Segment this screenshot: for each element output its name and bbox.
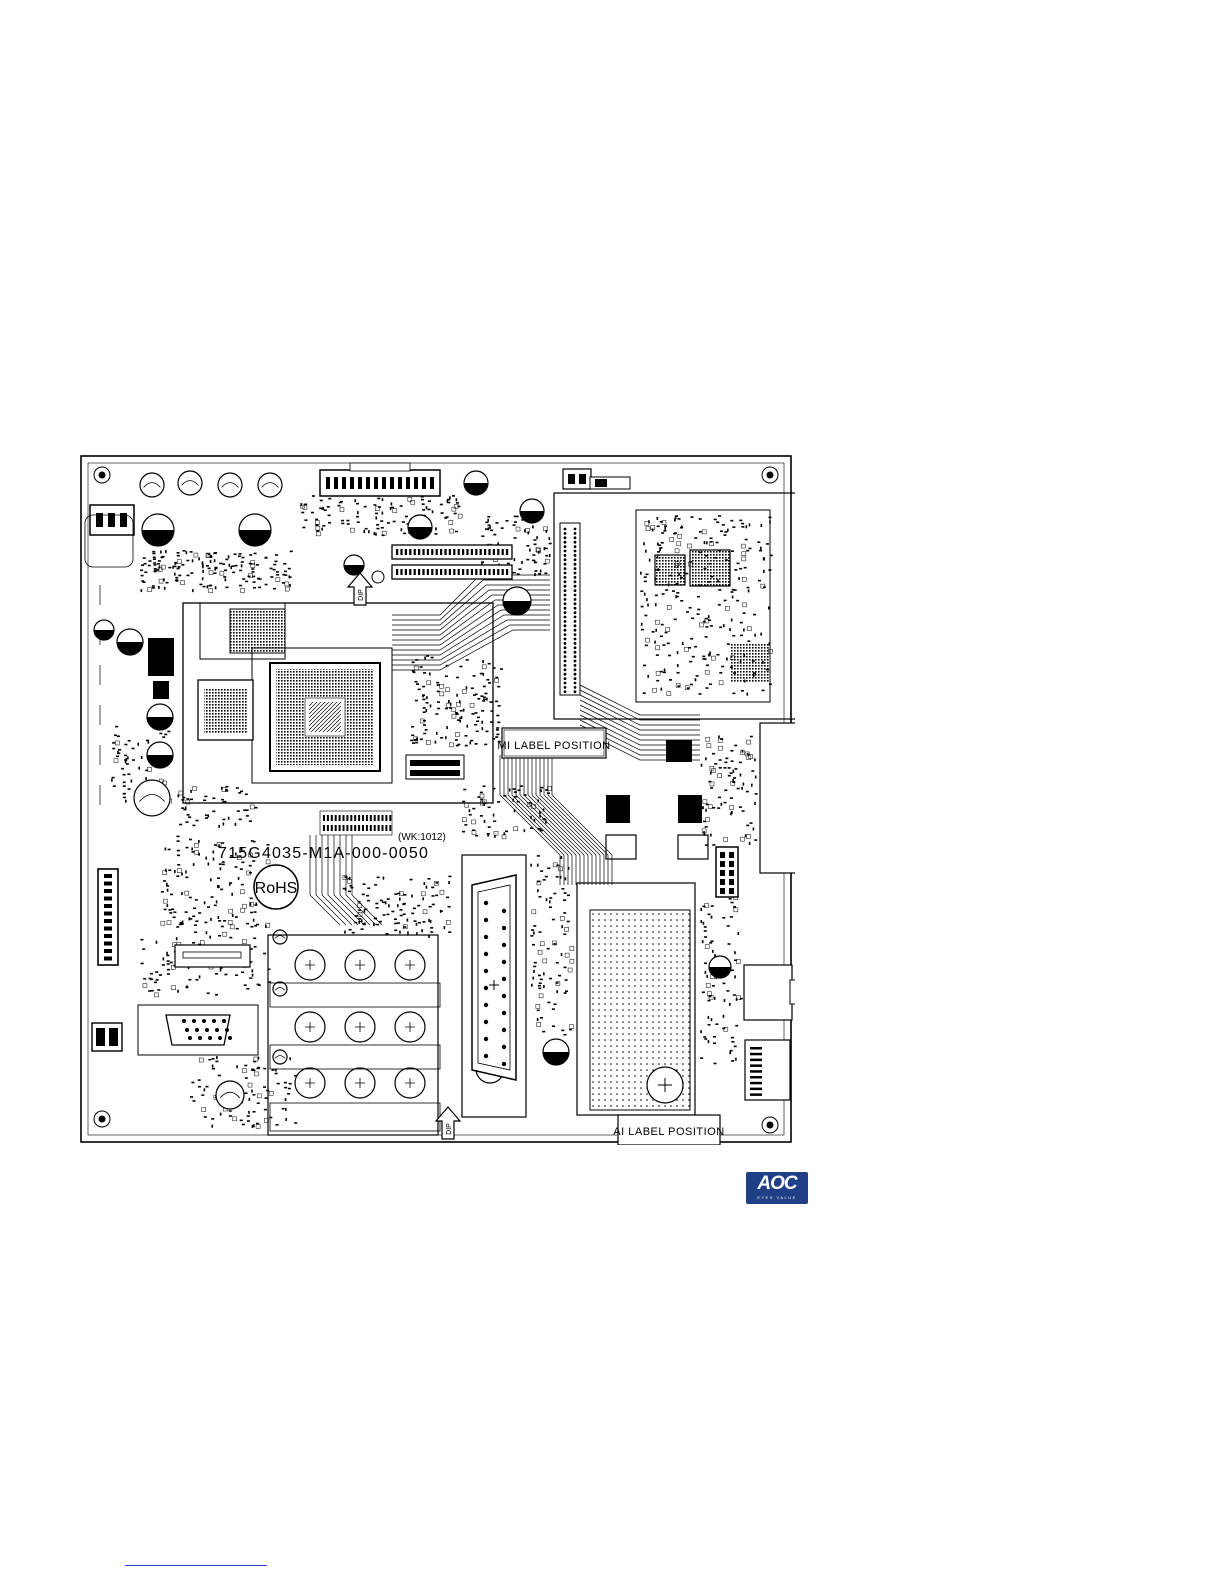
audio-chip-3 bbox=[730, 643, 770, 683]
usb-connector bbox=[744, 965, 792, 1020]
board-part-number: 715G4035-M1A-000-0050 bbox=[218, 845, 429, 862]
pin-header-row bbox=[320, 811, 392, 835]
pcb-svg: MI LABEL POSITION AI LABEL POSITION bbox=[80, 455, 795, 1145]
audio-chip bbox=[655, 555, 685, 585]
svg-text:DIP: DIP bbox=[358, 589, 365, 601]
audio-chip-2 bbox=[690, 550, 730, 586]
small-header-top bbox=[563, 469, 591, 489]
power-ic-3 bbox=[678, 795, 702, 823]
regulator-block-2 bbox=[153, 681, 169, 699]
pcb-layout-drawing: MI LABEL POSITION AI LABEL POSITION bbox=[80, 455, 795, 1145]
aoc-logo: AOC EYES VALUE bbox=[746, 1172, 808, 1204]
soc-subregion-fill bbox=[230, 609, 285, 653]
footer-link-underline bbox=[125, 1565, 267, 1566]
rca-jacks bbox=[760, 723, 795, 873]
svg-text:DIP: DIP bbox=[446, 1123, 453, 1135]
right-connector-strip bbox=[560, 523, 580, 695]
power-ic-2 bbox=[606, 795, 630, 823]
rohs-mark: RoHS bbox=[255, 880, 298, 897]
hdmi-connector bbox=[175, 945, 250, 967]
header-right bbox=[716, 847, 738, 897]
aoc-tagline: EYES VALUE bbox=[746, 1195, 808, 1200]
ai-label-position: AI LABEL POSITION bbox=[613, 1126, 724, 1138]
aoc-wordmark: AOC bbox=[746, 1173, 808, 1195]
mi-label-position: MI LABEL POSITION bbox=[497, 740, 610, 752]
power-ic-1 bbox=[666, 740, 692, 762]
week-code: (WK:1012) bbox=[398, 832, 446, 843]
scart-connector bbox=[472, 875, 516, 1080]
regulator-block bbox=[148, 638, 174, 676]
